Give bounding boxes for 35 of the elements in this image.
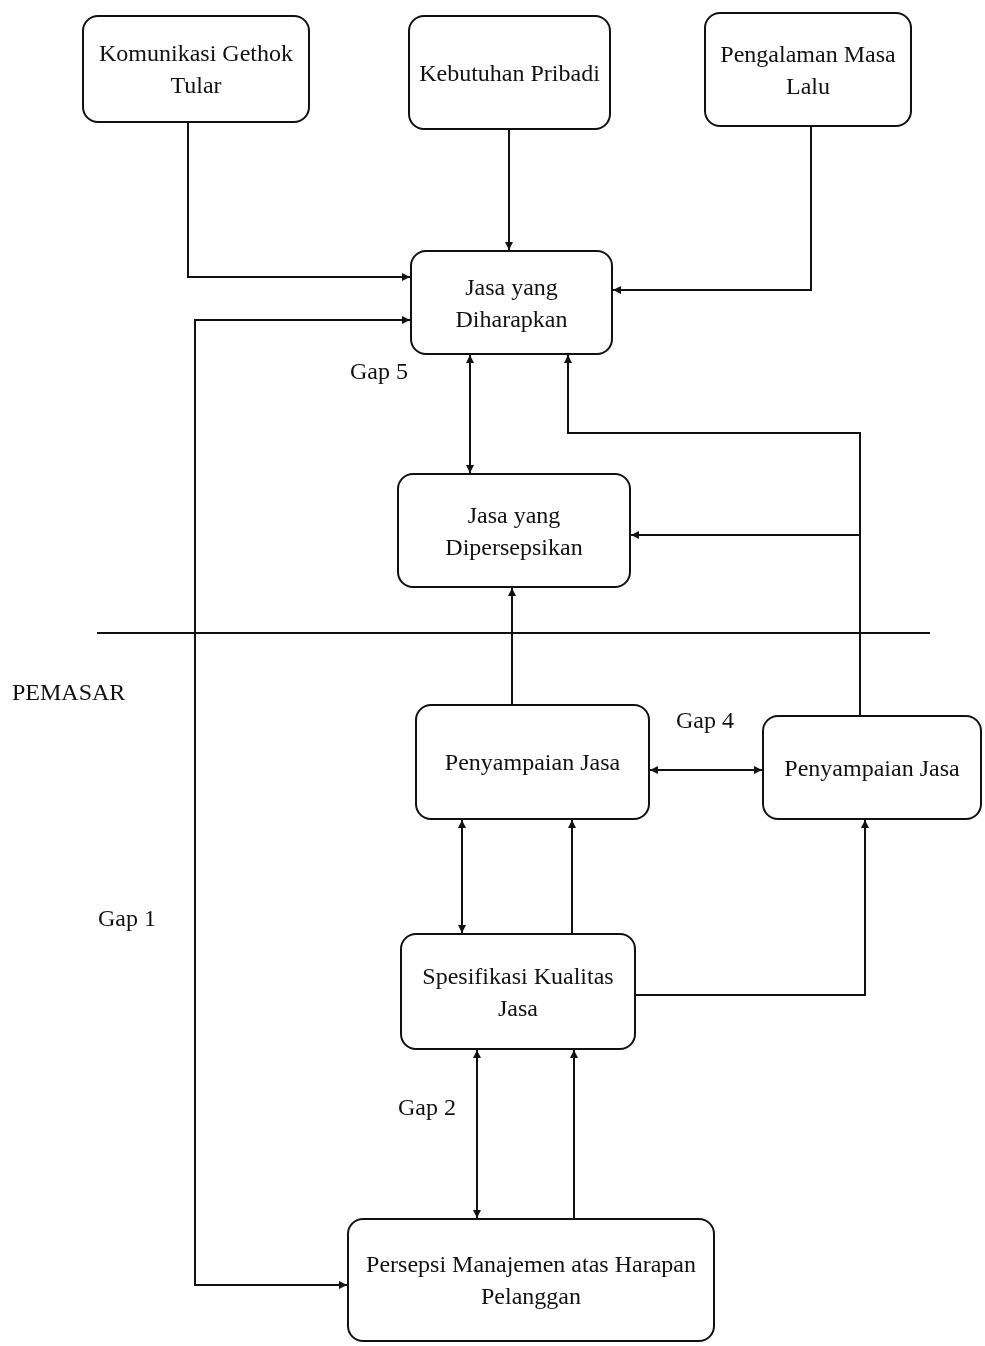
arrow <box>458 819 466 934</box>
process-box <box>415 704 650 820</box>
box-label: Spesifikasi Kualitas Jasa <box>421 961 615 1023</box>
box-label: Jasa yang Dipersepsikan <box>444 500 584 562</box>
arrow <box>508 587 516 705</box>
arrow <box>194 316 411 1289</box>
arrow <box>187 122 411 281</box>
process-box <box>704 12 912 127</box>
box-label: Pengalaman Masa Lalu <box>719 39 897 101</box>
process-box <box>762 715 982 820</box>
box-label: Jasa yang Diharapkan <box>454 272 569 334</box>
arrow <box>570 1049 578 1219</box>
process-box <box>410 250 613 355</box>
gap-label: Gap 5 <box>350 357 408 385</box>
process-box <box>400 933 636 1050</box>
gap-label: Gap 2 <box>398 1093 456 1121</box>
box-label: Persepsi Manajemen atas Harapan Pelanggan <box>365 1250 697 1311</box>
box-label: Komunikasi Gethok Tular <box>98 39 294 100</box>
arrow <box>466 354 474 474</box>
arrow <box>568 819 576 934</box>
gap-label: Gap 1 <box>98 904 156 932</box>
box-label: Kebutuhan Pribadi <box>418 58 601 88</box>
gap-label: Gap 4 <box>676 706 734 734</box>
arrow <box>473 1049 481 1219</box>
gap-label: PEMASAR <box>12 678 126 706</box>
box-label: Penyampaian Jasa <box>783 753 961 783</box>
arrow <box>649 766 763 774</box>
arrow <box>505 129 513 251</box>
process-box <box>408 15 611 130</box>
arrow <box>635 819 869 996</box>
process-box <box>347 1218 715 1342</box>
arrow <box>612 126 812 294</box>
process-box <box>397 473 631 588</box>
box-label: Penyampaian Jasa <box>443 748 622 777</box>
process-box <box>82 15 310 123</box>
